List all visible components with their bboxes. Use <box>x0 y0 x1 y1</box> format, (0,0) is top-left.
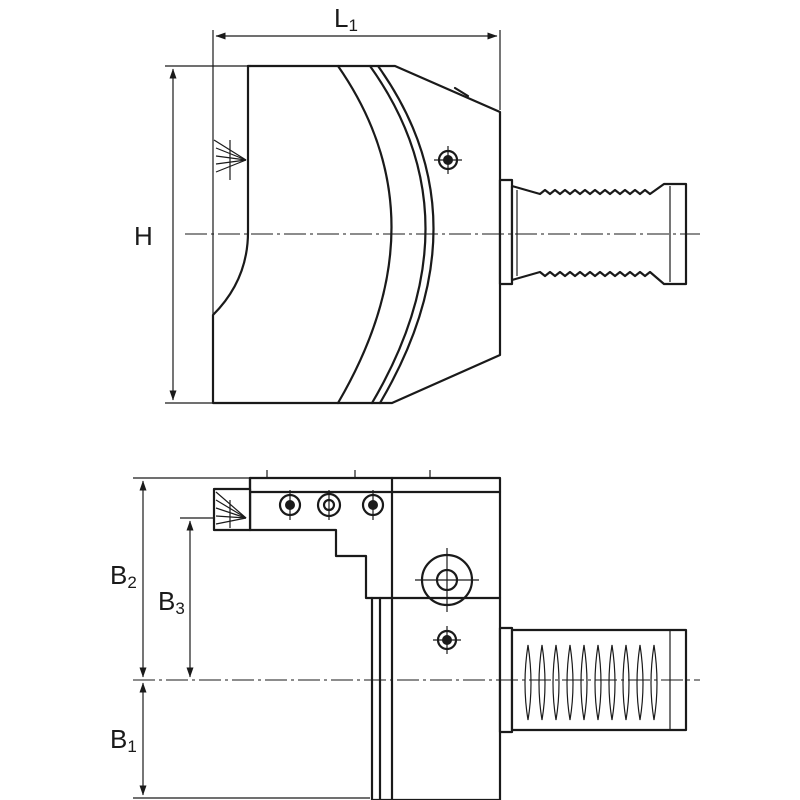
label-h: H <box>134 221 153 251</box>
screw-head-icon <box>361 490 385 520</box>
label-b1: B1 <box>110 724 137 756</box>
label-l1: L1 <box>334 3 358 35</box>
top-step <box>453 86 470 98</box>
coolant-port-icon <box>415 548 479 612</box>
shank-flange <box>498 178 514 286</box>
cutting-insert-icon <box>215 491 247 528</box>
screw-head-icon <box>278 490 302 520</box>
serration-icon <box>524 644 658 721</box>
label-b2: B2 <box>110 560 137 592</box>
screw-head-icon <box>434 146 462 174</box>
label-b3: B3 <box>158 586 185 618</box>
screw-head-icon <box>316 490 342 520</box>
bottom-view: B2 B3 B1 <box>110 470 700 800</box>
curved-groove-outer <box>336 64 393 405</box>
curved-groove-inner <box>368 64 427 405</box>
top-view: L1 H <box>134 3 700 405</box>
screw-head-icon <box>433 626 461 654</box>
cutting-insert-icon <box>213 139 247 180</box>
holder-body-outline-bottom <box>248 476 502 800</box>
